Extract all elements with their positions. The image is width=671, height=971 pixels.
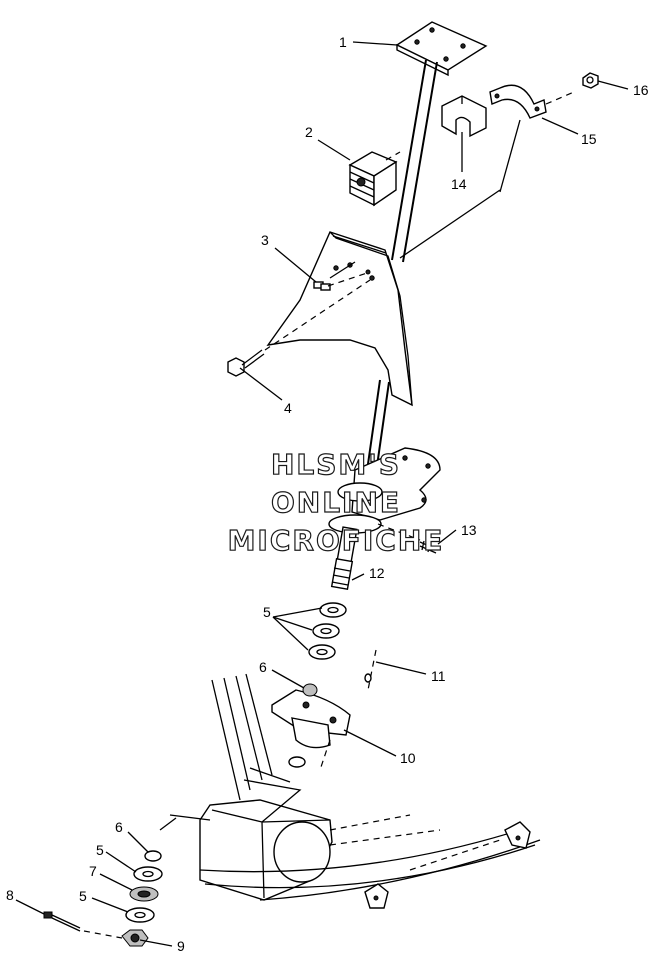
washer-stack-upper	[308, 602, 347, 660]
small-bolts	[313, 261, 371, 291]
leader-clamp-column	[399, 189, 501, 259]
callout-6-lower: 6	[115, 819, 123, 835]
callout-leaders	[15, 41, 629, 947]
callout-5-middle: 5	[96, 842, 104, 858]
cotter-pin	[364, 649, 377, 691]
top-mounting-plate	[395, 21, 488, 77]
frame-chassis	[159, 673, 541, 909]
callout-8: 8	[6, 887, 14, 903]
watermark-line-2: ONLINE	[271, 486, 401, 519]
hex-bolt	[227, 279, 371, 377]
callout-9: 9	[177, 938, 185, 954]
callout-2: 2	[305, 124, 313, 140]
callout-1: 1	[339, 34, 347, 50]
lower-column-bracket	[328, 447, 441, 541]
callout-5-lower: 5	[79, 888, 87, 904]
callout-6-upper: 6	[259, 659, 267, 675]
leader-clamp-upright	[499, 119, 521, 193]
callout-labels: 1 2 3 4 5 6 6 5 7 5 8 9 10 11 12 13 14 1…	[6, 34, 649, 954]
callout-7: 7	[89, 863, 97, 879]
watermark-line-1: HLSM'S	[271, 448, 401, 481]
bushing-block	[348, 151, 401, 207]
callout-14: 14	[451, 176, 467, 192]
u-clamp-half	[441, 95, 487, 138]
callout-15: 15	[581, 131, 597, 147]
callout-13: 13	[461, 522, 477, 538]
mounting-screw	[419, 540, 439, 554]
callout-10: 10	[400, 750, 416, 766]
strap-clamp	[489, 84, 575, 119]
callout-5-upper: 5	[263, 604, 271, 620]
watermark-line-3: MICROFICHE	[228, 524, 445, 557]
watermark: HLSM'S ONLINE MICROFICHE	[227, 447, 445, 557]
nut	[582, 72, 599, 89]
callout-16: 16	[633, 82, 649, 98]
callout-3: 3	[261, 232, 269, 248]
callout-12: 12	[369, 565, 385, 581]
lower-hardware-stack	[121, 850, 163, 947]
callout-11: 11	[431, 668, 446, 684]
column-gusset-plate	[266, 231, 413, 407]
steering-arm	[271, 683, 351, 771]
lower-cotter-pin	[43, 911, 123, 939]
steering-column-shaft	[359, 59, 438, 523]
callout-4: 4	[284, 400, 292, 416]
lower-shaft-spline	[330, 526, 358, 590]
